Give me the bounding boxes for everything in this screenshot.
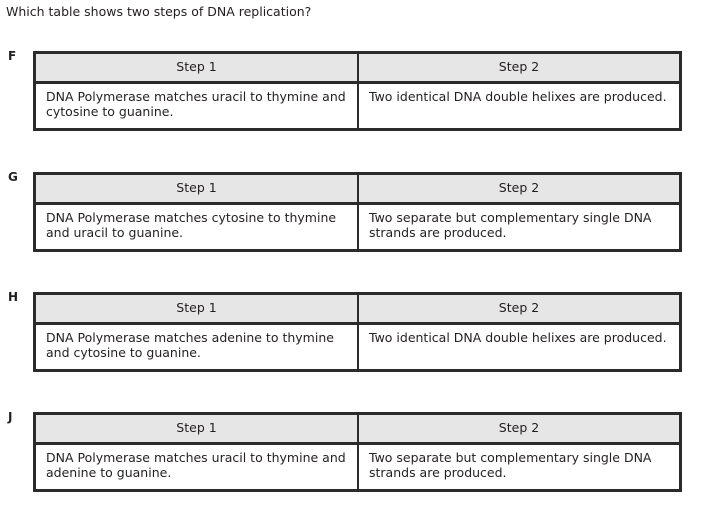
table-row: DNA Polymerase matches uracil to thymine… <box>36 443 679 489</box>
option-f-table: Step 1 Step 2 DNA Polymerase matches ura… <box>33 51 682 131</box>
table-row: DNA Polymerase matches uracil to thymine… <box>36 82 679 128</box>
option-letter-g: G <box>8 170 18 184</box>
column-header-step-1: Step 1 <box>36 295 359 325</box>
table-header-row: Step 1 Step 2 <box>36 295 679 325</box>
question-prompt: Which table shows two steps of DNA repli… <box>6 4 312 19</box>
cell-step-1: DNA Polymerase matches cytosine to thymi… <box>36 203 359 249</box>
cell-step-1: DNA Polymerase matches uracil to thymine… <box>36 443 359 489</box>
option-letter-f: F <box>8 49 17 63</box>
column-header-step-1: Step 1 <box>36 175 359 205</box>
cell-step-1: DNA Polymerase matches uracil to thymine… <box>36 82 359 128</box>
cell-step-2: Two separate but complementary single DN… <box>358 443 679 489</box>
column-header-step-2: Step 2 <box>358 54 679 84</box>
cell-step-2: Two identical DNA double helixes are pro… <box>358 323 679 369</box>
table-row: DNA Polymerase matches cytosine to thymi… <box>36 203 679 249</box>
option-j-table: Step 1 Step 2 DNA Polymerase matches ura… <box>33 412 682 492</box>
table-row: DNA Polymerase matches adenine to thymin… <box>36 323 679 369</box>
table-header-row: Step 1 Step 2 <box>36 415 679 445</box>
cell-step-1: DNA Polymerase matches adenine to thymin… <box>36 323 359 369</box>
option-letter-h: H <box>8 290 19 304</box>
cell-step-2: Two identical DNA double helixes are pro… <box>358 82 679 128</box>
cell-step-2: Two separate but complementary single DN… <box>358 203 679 249</box>
column-header-step-1: Step 1 <box>36 415 359 445</box>
table-header-row: Step 1 Step 2 <box>36 175 679 205</box>
column-header-step-1: Step 1 <box>36 54 359 84</box>
table-header-row: Step 1 Step 2 <box>36 54 679 84</box>
option-letter-j: J <box>8 410 13 424</box>
option-g-table: Step 1 Step 2 DNA Polymerase matches cyt… <box>33 172 682 252</box>
column-header-step-2: Step 2 <box>358 175 679 205</box>
column-header-step-2: Step 2 <box>358 295 679 325</box>
column-header-step-2: Step 2 <box>358 415 679 445</box>
option-h-table: Step 1 Step 2 DNA Polymerase matches ade… <box>33 292 682 372</box>
